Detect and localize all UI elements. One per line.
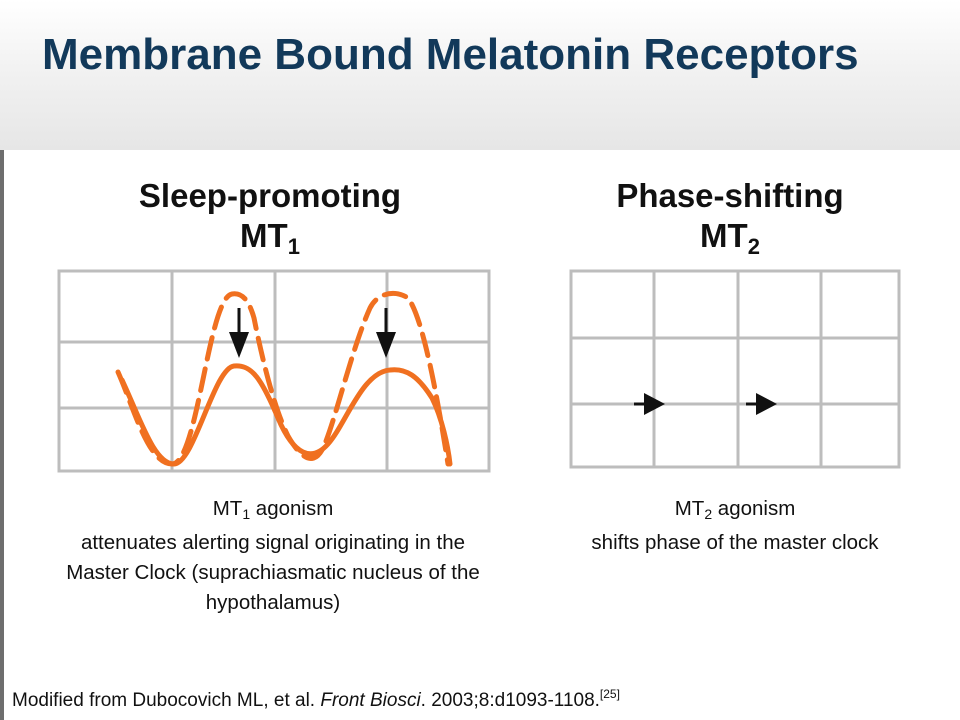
- mt1-caption: MT1 agonism attenuates alerting signal o…: [50, 494, 496, 618]
- mt2-caption-body: shifts phase of the master clock: [591, 531, 879, 554]
- mt1-receptor-name: MT: [240, 217, 288, 254]
- mt1-caption-body: attenuates alerting signal originating i…: [66, 531, 480, 614]
- mt2-receptor-label: MT2: [540, 216, 920, 259]
- right-arrow-icon: [746, 393, 777, 415]
- citation-reference-number: [25]: [599, 687, 620, 701]
- citation-details: . 2003;8:d1093-1108.: [420, 690, 600, 711]
- mt1-receptor-subscript: 1: [287, 234, 300, 259]
- mt1-receptor-label: MT1: [80, 216, 460, 259]
- mt1-heading-text: Sleep-promoting: [138, 177, 402, 214]
- mt1-rhythm-graph: [57, 269, 491, 473]
- mt2-agonism-prefix: MT: [674, 497, 705, 520]
- right-arrow-icon: [634, 393, 665, 415]
- mt1-baseline-rhythm-dashed-curve: [115, 290, 451, 467]
- slide-title: Membrane Bound Melatonin Receptors: [42, 30, 859, 79]
- mt2-heading-text: Phase-shifting: [616, 177, 844, 214]
- left-border-rule: [0, 150, 4, 720]
- mt1-agonism-label: MT1 agonism: [50, 494, 496, 524]
- mt2-receptor-name: MT: [700, 217, 748, 254]
- mt2-agonism-subscript: 2: [704, 506, 713, 522]
- mt2-agonism-label: MT2 agonism: [570, 494, 900, 524]
- citation-prefix: Modified from Dubocovich ML, et al.: [12, 690, 321, 711]
- mt2-agonism-suffix: agonism: [712, 497, 796, 520]
- title-band: [0, 0, 960, 150]
- mt1-panel-heading: Sleep-promoting MT1: [80, 176, 460, 259]
- down-arrow-icon: [376, 308, 396, 358]
- mt1-agonism-suffix: agonism: [250, 497, 334, 520]
- down-arrow-icon: [229, 308, 249, 358]
- mt1-grid: [57, 269, 491, 473]
- mt2-grid: [569, 269, 901, 469]
- mt2-caption: MT2 agonism shifts phase of the master c…: [570, 494, 900, 558]
- mt1-agonism-subscript: 1: [242, 506, 251, 522]
- mt2-panel-heading: Phase-shifting MT2: [540, 176, 920, 259]
- mt1-attenuated-rhythm-curve: [119, 363, 453, 467]
- citation-journal: Front Biosci: [320, 690, 421, 711]
- mt2-phase-graph: [569, 269, 901, 469]
- mt2-receptor-subscript: 2: [747, 234, 760, 259]
- mt1-agonism-prefix: MT: [212, 497, 243, 520]
- mt2-grid-frame: [569, 269, 901, 469]
- citation-footer: Modified from Dubocovich ML, et al. Fron…: [12, 687, 620, 713]
